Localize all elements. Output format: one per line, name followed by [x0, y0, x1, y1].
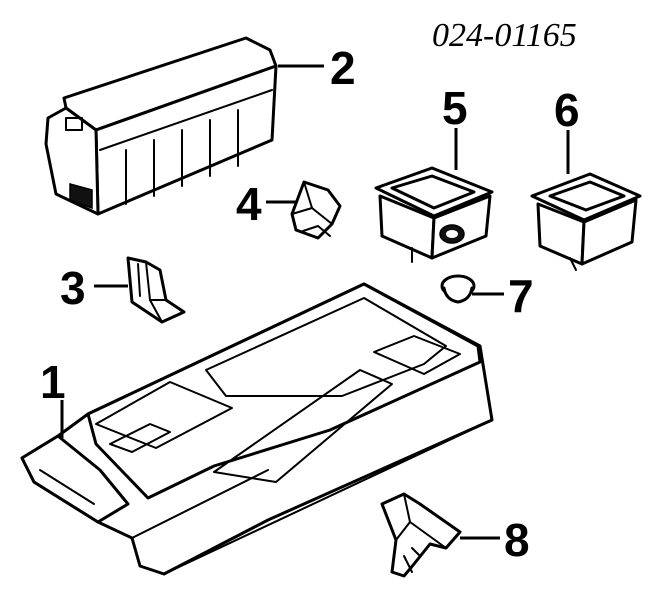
- part-3-bracket: [126, 256, 186, 324]
- callout-5: 5: [442, 82, 468, 134]
- part-5-tray-insert: [374, 166, 494, 263]
- part-4-clip: [290, 180, 342, 240]
- callout-8: 8: [504, 514, 530, 566]
- callout-6: 6: [554, 84, 580, 136]
- callout-2: 2: [330, 42, 356, 94]
- callout-7: 7: [508, 270, 534, 322]
- part-1-center-console: [20, 282, 494, 576]
- part-6-cupholder-insert: [530, 172, 642, 271]
- part-2-armrest-lid: [44, 36, 278, 216]
- callout-3: 3: [60, 262, 86, 314]
- callout-1: 1: [40, 356, 66, 408]
- part-8-mount-bracket: [380, 492, 462, 578]
- part-code: 024-01165: [432, 17, 577, 54]
- callout-4: 4: [236, 178, 262, 230]
- part-7-plug: [440, 274, 476, 304]
